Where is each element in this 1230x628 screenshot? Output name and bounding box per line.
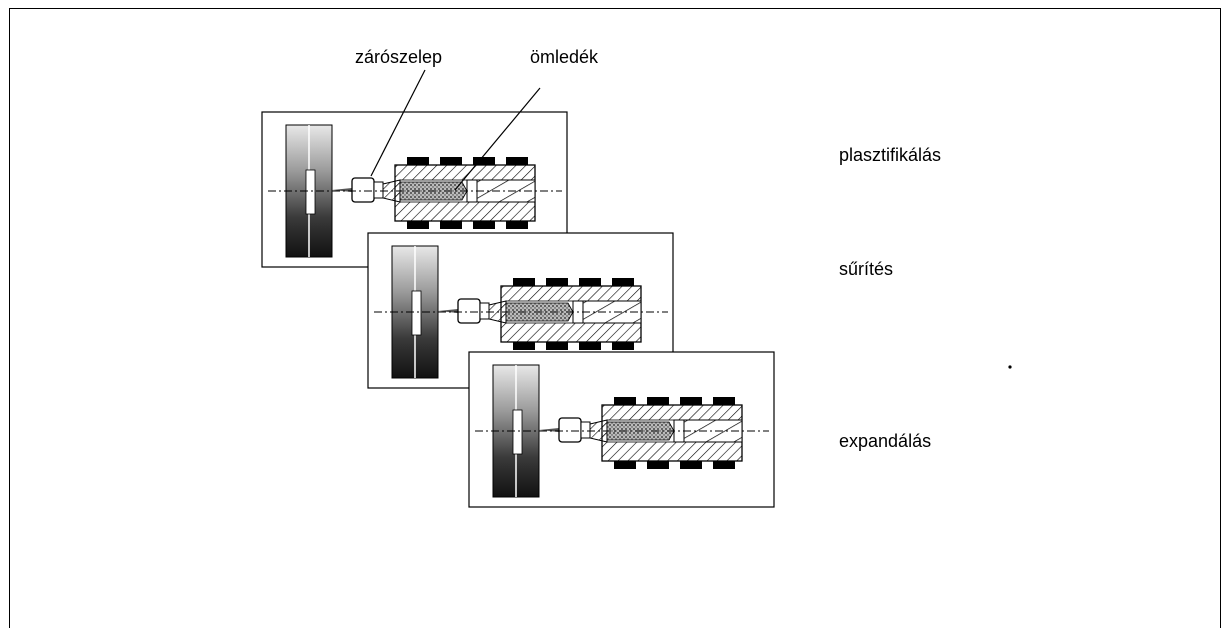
valve-leader-line	[370, 69, 426, 177]
valve-label: zárószelep	[355, 47, 443, 67]
melt-leader-line	[454, 87, 541, 191]
stage-label-expansion: expandálás	[839, 431, 932, 451]
figure-frame	[9, 8, 1221, 628]
stage-label-holding: sűrítés	[839, 259, 894, 279]
speck	[1008, 365, 1012, 369]
melt-label: ömledék	[530, 47, 599, 67]
stage-panel-expansion	[468, 351, 775, 508]
stage-label-plasticizing: plasztifikálás	[839, 145, 942, 165]
